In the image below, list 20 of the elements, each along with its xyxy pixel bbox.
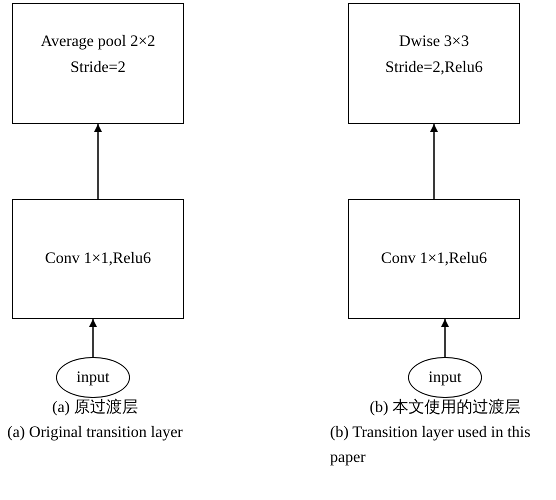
node-text: Dwise 3×3 <box>399 32 469 52</box>
arrow <box>430 124 438 199</box>
layer-box <box>12 199 184 319</box>
arrow <box>94 124 102 199</box>
node-text: Average pool 2×2 <box>40 32 156 52</box>
subfigure-caption: (a) 原过渡层 <box>51 398 139 418</box>
node-text: Conv 1×1,Relu6 <box>45 249 151 269</box>
layer-box <box>348 3 520 124</box>
subfigure-caption: (a) Original transition layer <box>6 423 184 443</box>
layer-box <box>12 3 184 124</box>
node-text: input <box>76 368 110 388</box>
node-text: Conv 1×1,Relu6 <box>381 249 487 269</box>
subfigure-caption: (b) 本文使用的过渡层 <box>368 398 522 418</box>
arrow <box>441 319 449 357</box>
node-text: input <box>428 368 462 388</box>
node-text: Stride=2 <box>70 58 126 78</box>
subfigure-caption: (b) Transition layer used in this paper <box>330 423 532 468</box>
layer-box <box>348 199 520 319</box>
arrow <box>89 319 97 357</box>
node-text: Stride=2,Relu6 <box>385 58 483 78</box>
